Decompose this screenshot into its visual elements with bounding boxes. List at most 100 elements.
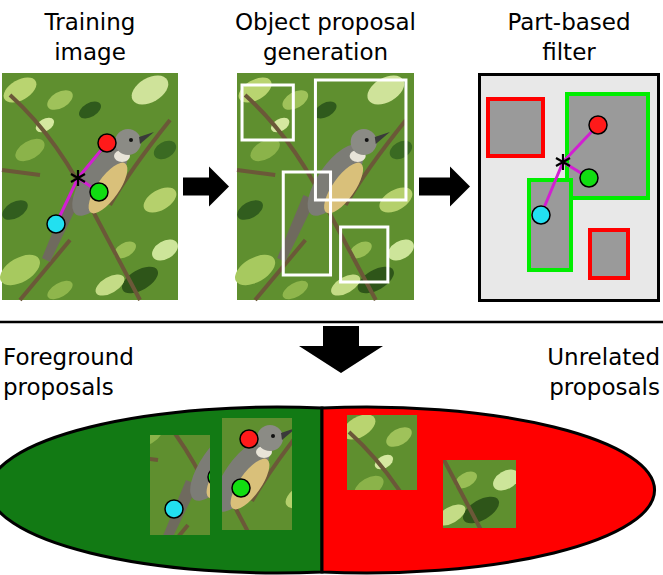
- illustration-part: [480, 412, 521, 447]
- illustration-part: [154, 430, 191, 462]
- illustration-part: [194, 383, 222, 407]
- illustration-part: [590, 230, 628, 278]
- illustration-part: [224, 453, 276, 515]
- stage-heading: Foreground proposals: [3, 342, 173, 402]
- illustration-part: [186, 382, 218, 410]
- illustration-part: [470, 368, 474, 372]
- illustration-part: [257, 425, 283, 451]
- illustration-part: [130, 419, 167, 451]
- illustration-part: [44, 86, 76, 114]
- illustration-part: [115, 129, 141, 155]
- illustration-part: [184, 491, 222, 558]
- panel-illustration: [2, 73, 178, 300]
- illustration-part: [415, 435, 443, 459]
- down-arrow: [299, 326, 383, 373]
- illustration-part: [139, 182, 180, 217]
- heading-block: Foreground proposals: [3, 342, 173, 402]
- stage-heading: Unrelated proposals: [490, 342, 660, 402]
- illustration-part: [589, 116, 607, 134]
- illustration-part: [165, 500, 183, 518]
- illustration-part: [47, 215, 65, 233]
- illustration-part: [433, 500, 469, 530]
- illustration-part: [242, 85, 293, 140]
- illustration-part: [383, 425, 421, 492]
- illustration-part: [76, 98, 104, 122]
- heading-block: Object proposal generation: [206, 7, 446, 67]
- heading-block: Unrelated proposals: [490, 342, 660, 402]
- illustration-part: [341, 227, 388, 282]
- illustration-part: [141, 492, 173, 520]
- illustration-part: [281, 478, 322, 513]
- illustration-part: [151, 400, 174, 420]
- illustration-part: [71, 170, 85, 186]
- illustration-part: [12, 134, 49, 166]
- stage-panel: Training image: [2, 73, 178, 300]
- illustration-part: [137, 545, 187, 575]
- illustration-part: [351, 129, 377, 155]
- block-arrow: [183, 167, 229, 207]
- illustration-part: [281, 428, 296, 440]
- illustration-part: [113, 534, 163, 575]
- illustration-part: [290, 531, 323, 561]
- panel-illustration: [237, 73, 414, 300]
- illustration-part: [488, 99, 543, 156]
- illustration-part: [141, 368, 182, 403]
- illustration-part: [240, 430, 258, 448]
- illustration-part: [492, 367, 521, 393]
- illustration-part: [423, 387, 475, 449]
- illustration-part: [480, 75, 659, 301]
- illustration-part: [375, 132, 390, 144]
- illustration-part: [242, 80, 406, 282]
- illustration-part: [489, 465, 522, 495]
- illustration-part: [269, 366, 316, 407]
- illustration-part: [139, 132, 154, 144]
- illustration-part: [341, 432, 509, 575]
- illustration-part: [129, 138, 133, 142]
- illustration-part: [466, 407, 513, 448]
- illustration-part: [236, 546, 281, 575]
- illustration-part: [234, 196, 266, 224]
- stage-heading: Training image: [15, 7, 165, 67]
- illustration-part: [117, 481, 149, 509]
- heading-block: Training image: [15, 7, 165, 67]
- illustration-part: [186, 573, 217, 575]
- illustration-part: [137, 366, 324, 575]
- illustration-part: [162, 371, 194, 399]
- illustration-part: [245, 355, 292, 396]
- illustration-part: [340, 426, 372, 454]
- illustration-part: [532, 206, 550, 224]
- stage-panel: Object proposal generation: [237, 73, 414, 300]
- illustration-part: [338, 533, 370, 561]
- illustration-part: [317, 157, 370, 219]
- illustration-part: [343, 303, 519, 530]
- illustration-part: [328, 270, 364, 300]
- illustration-part: [90, 183, 108, 201]
- illustration-part: [487, 572, 520, 575]
- illustration-part: [162, 562, 193, 575]
- illustration-part: [82, 157, 134, 219]
- illustration-part: [2, 95, 170, 300]
- illustration-part: [417, 328, 445, 352]
- illustration-part: [456, 359, 482, 385]
- illustration-part: [541, 125, 598, 215]
- illustration-part: [189, 511, 207, 529]
- illustration-part: [144, 391, 312, 575]
- illustration-part: [556, 154, 570, 170]
- illustration-part: [293, 433, 322, 459]
- illustration-part: [315, 80, 406, 200]
- illustration-part: [253, 534, 281, 558]
- stage-panel: Part-based filter: [478, 73, 660, 302]
- illustration-part: [480, 362, 495, 374]
- illustration-part: [44, 277, 75, 303]
- illustration-part: [383, 423, 415, 451]
- proposal-group: Unrelated proposals: [322, 340, 663, 575]
- illustration-part: [468, 300, 515, 341]
- illustration-part: [234, 566, 270, 575]
- illustration-part: [271, 434, 275, 438]
- separator-line: [0, 321, 663, 324]
- block-arrow: [419, 167, 470, 207]
- stage-heading: Part-based filter: [479, 7, 659, 67]
- illustration-part: [0, 196, 31, 224]
- illustration-part: [280, 277, 311, 303]
